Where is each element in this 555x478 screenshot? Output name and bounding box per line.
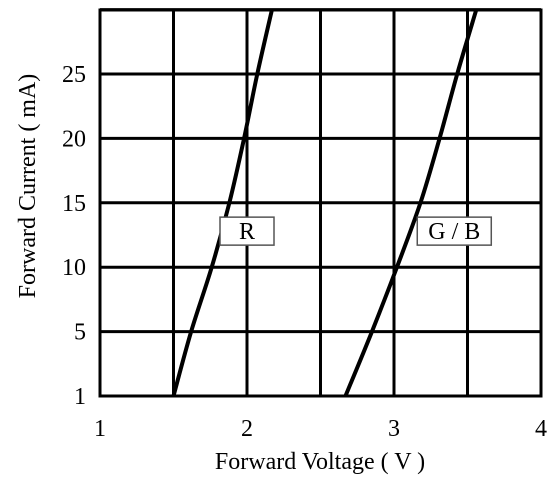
x-tick-label: 2 bbox=[241, 416, 253, 442]
series-line bbox=[343, 9, 479, 397]
x-tick-label: 3 bbox=[388, 416, 400, 442]
series-annotation-label: G / B bbox=[428, 219, 480, 245]
x-tick-label: 1 bbox=[94, 416, 106, 442]
y-tick-label: 1 bbox=[74, 384, 86, 410]
series-layer bbox=[171, 9, 479, 397]
y-tick-label: 15 bbox=[62, 191, 86, 217]
y-tick-label: 5 bbox=[74, 320, 86, 346]
y-tick-label: 25 bbox=[62, 62, 86, 88]
y-axis-label: Forward Current ( mA) bbox=[15, 74, 41, 299]
x-axis-label: Forward Voltage ( V ) bbox=[215, 449, 425, 475]
plot-frame bbox=[98, 8, 543, 398]
y-tick-label: 20 bbox=[62, 126, 86, 152]
series-annotation-box bbox=[416, 216, 493, 246]
series-annotation-box bbox=[219, 216, 275, 246]
grid bbox=[98, 8, 543, 398]
y-tick-label: 10 bbox=[62, 255, 86, 281]
series-line bbox=[171, 9, 274, 397]
series-annotation-label: R bbox=[239, 219, 255, 245]
x-tick-label: 4 bbox=[535, 416, 547, 442]
annotation-layer: R G / B bbox=[219, 216, 493, 246]
